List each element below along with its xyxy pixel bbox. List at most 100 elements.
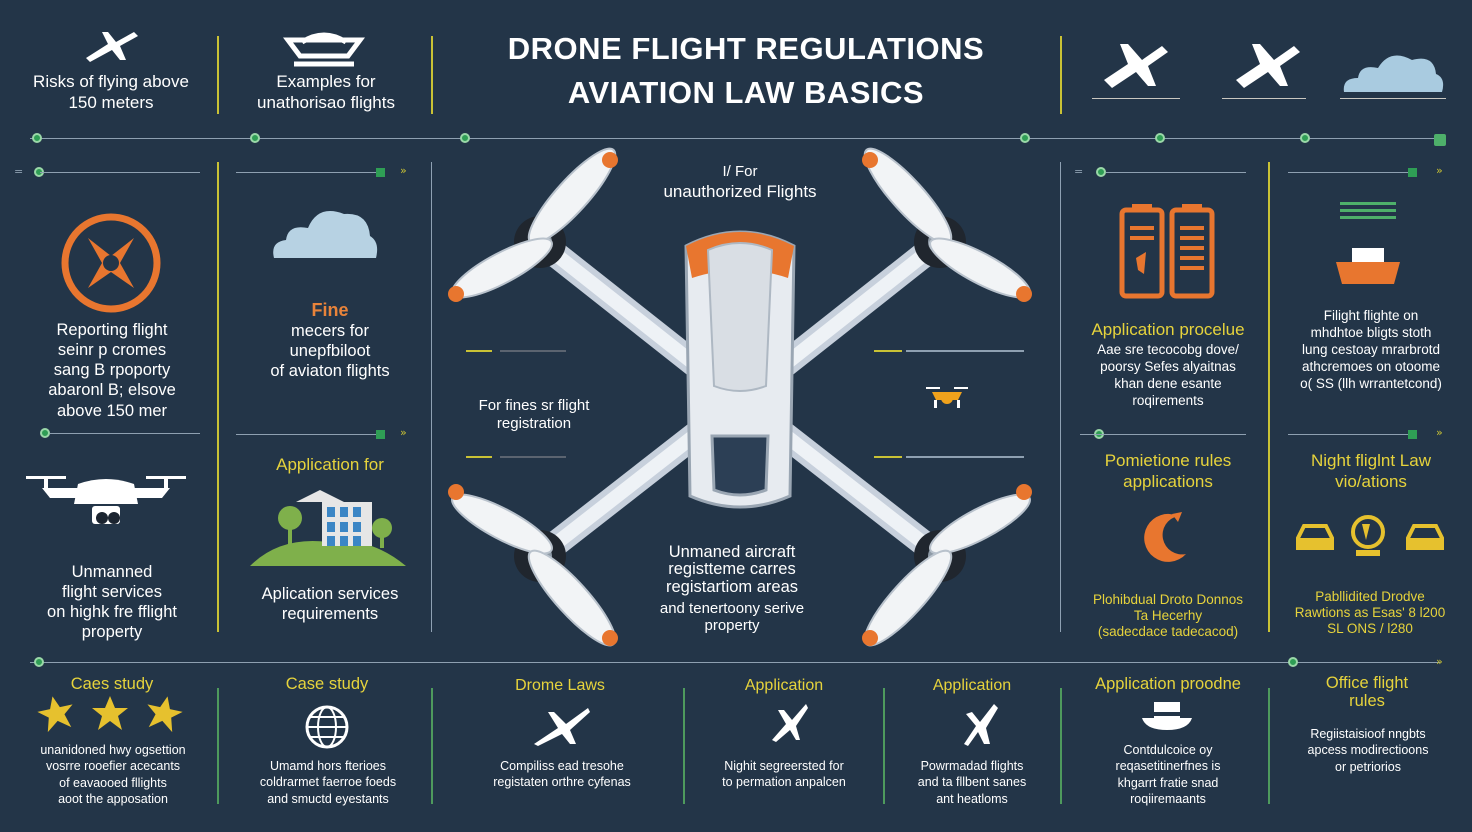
- cloud-icon: [273, 211, 378, 258]
- globe-icon: [305, 705, 349, 749]
- divider: [1060, 36, 1062, 114]
- node-dot: [460, 133, 470, 143]
- node-dot: [32, 133, 42, 143]
- divider: [1060, 162, 1061, 632]
- divider-line: [1288, 434, 1408, 435]
- dash-line: [906, 456, 1024, 458]
- hat-icon: [1142, 702, 1192, 730]
- dash-line: [500, 456, 566, 458]
- center-top-label: unauthorized Flights: [663, 182, 817, 201]
- center-bottom-label: Unmaned aircraft registteme carres regis…: [665, 543, 799, 596]
- node-square: [376, 168, 385, 177]
- plane-icon: [964, 704, 998, 746]
- node-dot: [1155, 133, 1165, 143]
- divider-line: [236, 172, 376, 173]
- fine-text: mecers for unepfbiloot of aviaton flight…: [270, 322, 390, 381]
- documents-icon: [1119, 204, 1215, 299]
- dash-line: [874, 456, 902, 458]
- prohibited-drone-text: Pabllidited Drodve Rawtions as Esas' 8 l…: [1294, 589, 1446, 637]
- underline: [1092, 98, 1180, 99]
- divider: [883, 688, 885, 804]
- reporting-text: Reporting flight seinr p cromes sang B r…: [48, 321, 176, 420]
- node-square: [1408, 168, 1417, 177]
- drone-icon: [26, 476, 186, 524]
- badge-icon: [1351, 515, 1385, 556]
- dash-line: [500, 350, 566, 352]
- chevron-icon: »: [1436, 426, 1443, 439]
- header-box-examples: Examples for unathorisao flights: [257, 72, 395, 112]
- application-procedure-text: Aae sre tecocobg dove/ poorsy Sefes alya…: [1097, 342, 1239, 408]
- node-square: [376, 430, 385, 439]
- node-dot: [34, 657, 44, 667]
- node-dot: [40, 428, 50, 438]
- case-study-title: Caes study: [70, 675, 154, 693]
- office-flight-title: Office flight rules: [1325, 674, 1409, 711]
- dash-line: [906, 350, 1024, 352]
- car-icon: [1406, 524, 1444, 550]
- case-study-title-2: Case study: [285, 675, 369, 693]
- flight-rules-text: Filight flighte on mhdhtoe bligts stoth …: [1300, 308, 1442, 391]
- center-top-small: I/ For: [722, 163, 758, 180]
- node-square: [1434, 134, 1446, 146]
- prohibited-text: Plohibdual Droto Donnos Ta Hecerhy (sade…: [1092, 592, 1244, 640]
- application-text-b2: Powrmadad flights and ta fllbent sanes a…: [917, 759, 1027, 806]
- divider: [217, 162, 219, 632]
- center-left-label: For fines sr flight registration: [478, 397, 590, 433]
- divider: [1060, 688, 1062, 804]
- application-title: Application for: [276, 455, 384, 474]
- underline: [1222, 98, 1306, 99]
- node-dot: [1096, 167, 1106, 177]
- drone-laws-title: Drome Laws: [515, 677, 605, 694]
- stars-icon: [37, 696, 183, 732]
- chevron-icon: »: [1436, 164, 1443, 177]
- divider-line: [1080, 434, 1246, 435]
- plane-icon: [534, 708, 590, 746]
- divider-line: [1288, 172, 1414, 173]
- divider: [1268, 162, 1270, 632]
- divider: [217, 36, 219, 114]
- dash-line: [874, 350, 902, 352]
- office-flight-text: Regiistaisioof nngbts apcess modirectioo…: [1307, 727, 1429, 774]
- airplane-icon: [1104, 44, 1168, 88]
- divider-line: [50, 433, 200, 434]
- case-study-text-2: Umamd hors fterioes coldrarmet faerroe f…: [259, 759, 397, 806]
- drone-laws-text: Compiliss ead tresohe registaten orthre …: [493, 759, 631, 790]
- node-dot: [250, 133, 260, 143]
- node-dot: [1300, 133, 1310, 143]
- chevron-icon: =: [14, 165, 24, 178]
- inbox-icon: [1336, 202, 1400, 284]
- airplane-icon: [86, 32, 138, 62]
- page-title: DRONE FLIGHT REGULATIONS: [507, 31, 985, 66]
- building-icon: [250, 490, 406, 566]
- application-text-b1: Nighit segreersted for to permation anpa…: [722, 759, 846, 790]
- page-subtitle: AVIATION LAW BASICS: [567, 75, 925, 110]
- divider-line: [40, 172, 200, 173]
- drone-illustration: [448, 147, 1032, 647]
- car-icon: [1296, 524, 1334, 550]
- divider-line: [30, 138, 1440, 139]
- chevron-icon: »: [400, 164, 407, 177]
- divider: [1268, 688, 1270, 804]
- divider: [431, 162, 432, 632]
- dash-line: [466, 350, 492, 352]
- divider-line: [1106, 172, 1246, 173]
- night-flight-title: Night fliglnt Law vio/ations: [1310, 451, 1431, 491]
- chevron-icon: »: [400, 426, 407, 439]
- chevron-icon: =: [1074, 165, 1084, 178]
- fine-title: Fine: [311, 300, 349, 320]
- divider: [683, 688, 685, 804]
- divider-line: [30, 662, 1440, 663]
- underline: [1340, 98, 1446, 99]
- application-text: Aplication services requirements: [261, 585, 399, 624]
- permission-rules-title: Pomietione rules applications: [1104, 451, 1232, 491]
- application-title-b2: Application: [932, 677, 1012, 694]
- chevron-icon: »: [1436, 655, 1443, 668]
- cloud-icon: [1343, 55, 1444, 92]
- dash-line: [466, 456, 492, 458]
- application-title-b1: Application: [744, 677, 824, 694]
- unmanned-text: Unmanned flight services on highk fre ff…: [47, 563, 177, 642]
- node-square: [1408, 430, 1417, 439]
- divider: [217, 688, 219, 804]
- mini-drone-icon: [926, 387, 968, 408]
- application-procedure-text-b: Contdulcoice oy reqasetitinerfnes is khg…: [1115, 743, 1221, 806]
